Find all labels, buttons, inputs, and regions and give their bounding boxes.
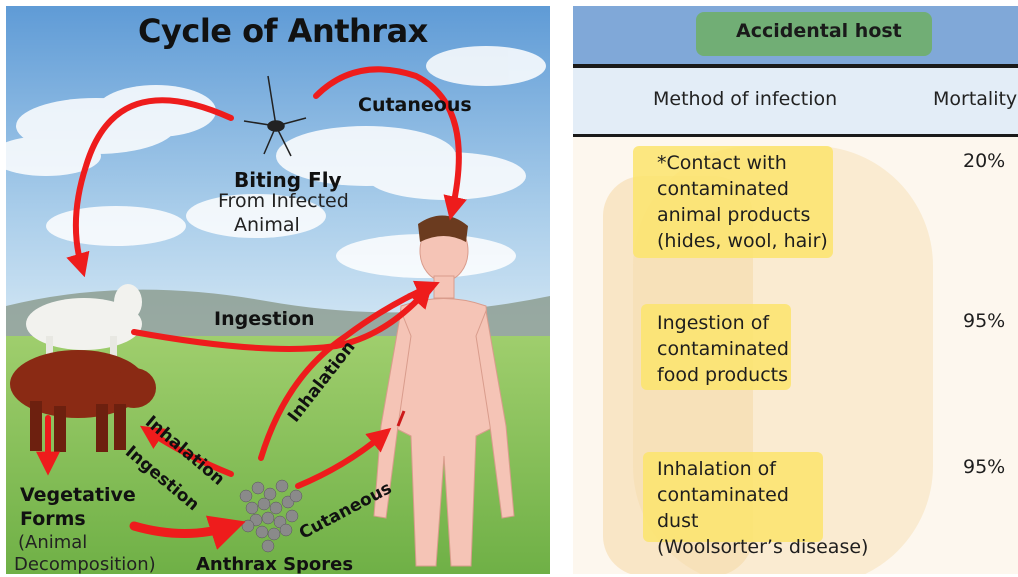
column-header-divider [573,134,1018,137]
table-row-3-mortality: 95% [963,456,1005,478]
table-row-1-method: *Contact with contaminated animal produc… [657,150,828,254]
forms-label: Forms [20,508,86,530]
biting-fly-label: Biting Fly [234,168,342,192]
method-line: contaminated [657,176,828,202]
column-header-method: Method of infection [653,88,837,110]
table-header-title: Accidental host [736,20,902,42]
ingestion-label-mid: Ingestion [214,308,315,330]
table-row-1-mortality: 20% [963,150,1005,172]
anthrax-spores-label: Anthrax Spores [196,554,353,574]
method-line: contaminated [657,482,868,508]
method-line: Inhalation of [657,456,868,482]
table-row-3-method: Inhalation of contaminated dust (Woolsor… [657,456,868,560]
method-line: (Woolsorter’s disease) [657,534,868,560]
table-row-2-mortality: 95% [963,310,1005,332]
infection-table: Accidental host Method of infection Mort… [573,6,1018,574]
anthrax-cycle-diagram: Cycle of Anthrax Cutaneous Biting Fly Fr… [6,6,550,574]
animal-label: Animal [234,214,300,236]
from-infected-label: From Infected [218,190,349,212]
method-line: animal products [657,202,828,228]
method-line: food products [657,362,789,388]
method-line: Ingestion of [657,310,789,336]
table-row-2-method: Ingestion of contaminated food products [657,310,789,388]
method-line: contaminated [657,336,789,362]
animal-decomposition-label-2: Decomposition) [14,554,156,574]
animal-decomposition-label-1: (Animal [18,532,87,553]
column-header-mortality: Mortality [933,88,1017,110]
method-line: dust [657,508,868,534]
diagram-title: Cycle of Anthrax [138,12,428,50]
method-line: (hides, wool, hair) [657,228,828,254]
vegetative-label: Vegetative [20,484,136,506]
cutaneous-label-top: Cutaneous [358,94,472,116]
method-line: *Contact with [657,150,828,176]
